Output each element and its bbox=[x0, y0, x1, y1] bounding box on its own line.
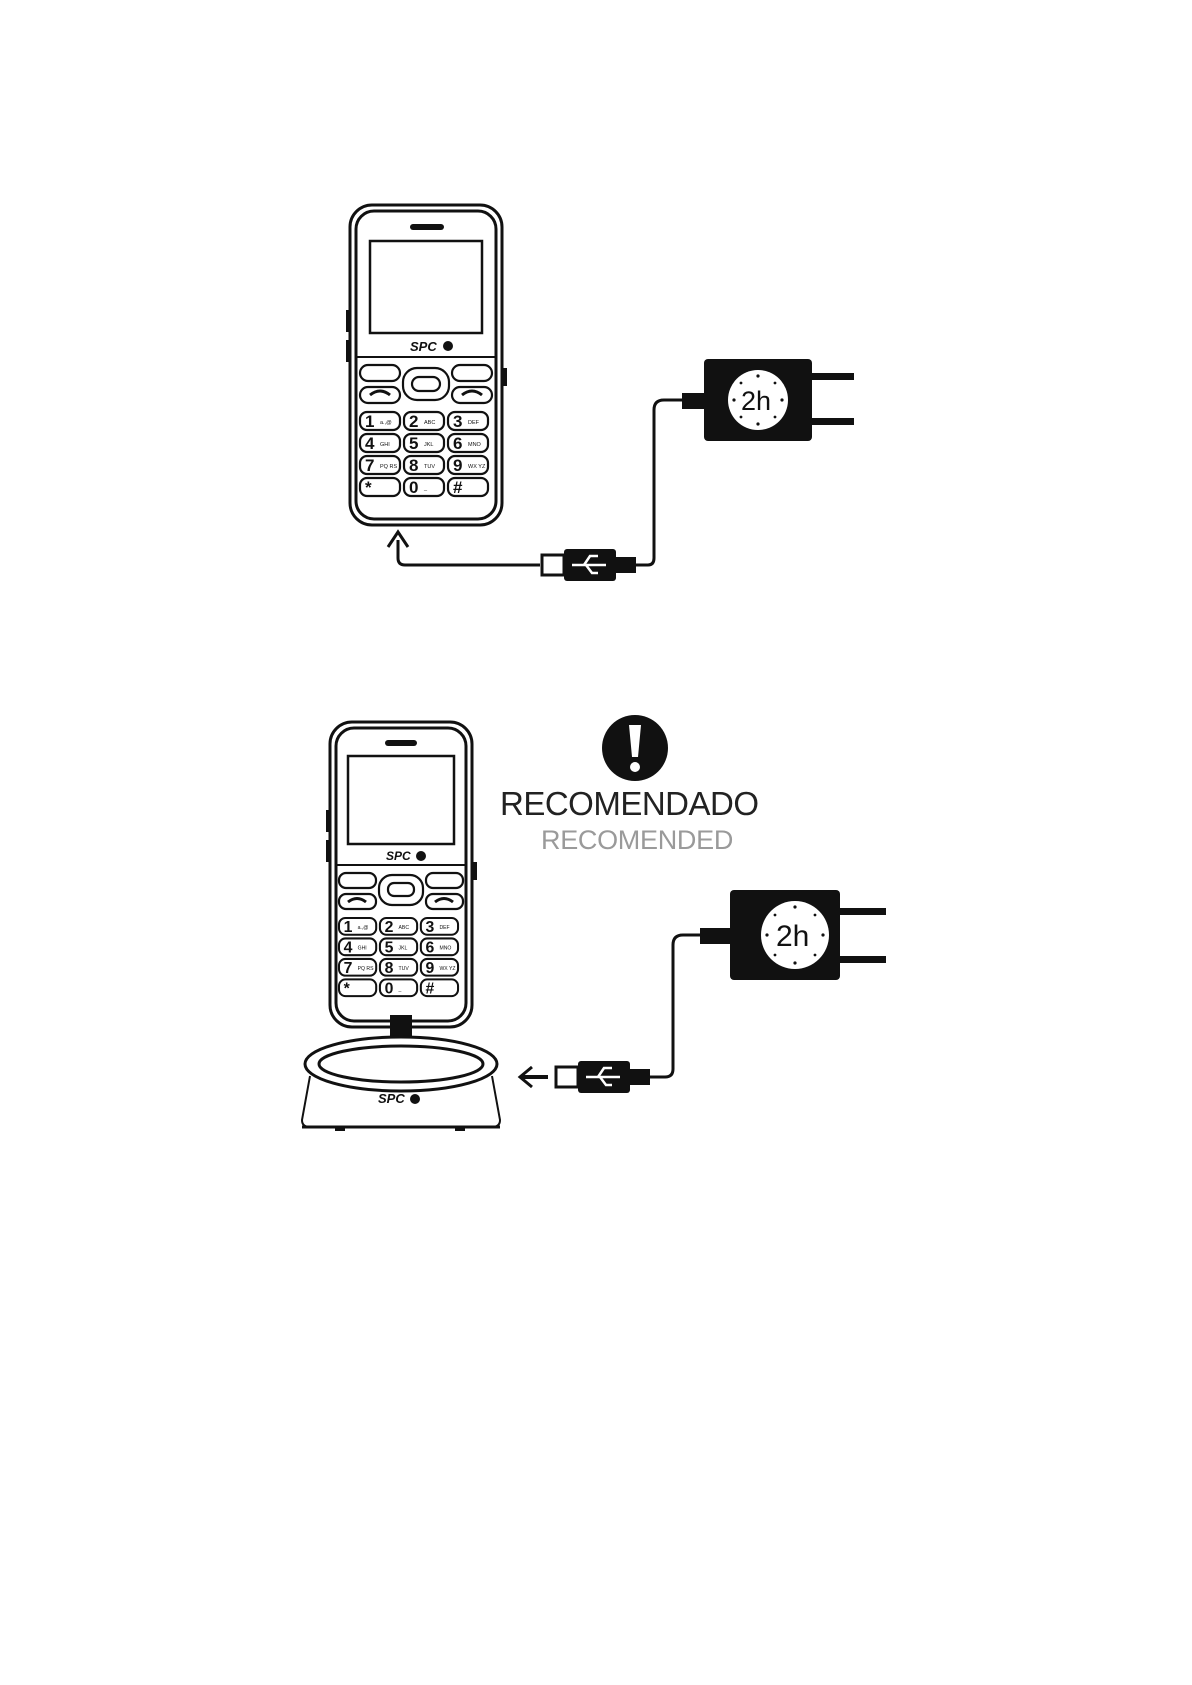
keypad-key-number: 2 bbox=[385, 919, 394, 936]
keypad-key-letters: JKL bbox=[399, 946, 408, 952]
charge-time-label: 2h bbox=[776, 920, 809, 953]
keypad-key-letters: ABC bbox=[424, 420, 435, 426]
keypad-key-0: 0_ bbox=[380, 979, 417, 997]
keypad-key-3: 3 DEF bbox=[448, 412, 488, 431]
keypad-key-3: 3 DEF bbox=[421, 918, 458, 936]
keypad-key-1: 1 a.,@ bbox=[360, 412, 400, 431]
keypad-key-hash: # bbox=[421, 979, 458, 997]
keypad-key-number: 0 bbox=[385, 980, 394, 997]
phone-brand-logo: SPC bbox=[410, 339, 437, 354]
keypad-key-number: 8 bbox=[385, 960, 394, 977]
keypad-key-2: 2 ABC bbox=[380, 918, 417, 936]
keypad-key-5: 5 JKL bbox=[404, 434, 444, 453]
keypad-key-number: 2 bbox=[409, 412, 418, 431]
keypad-key-number: 6 bbox=[453, 434, 462, 453]
keypad-key-number: 7 bbox=[344, 960, 353, 977]
direct-charging-figure: SPC 1 a.,@ 2 ABC 3 DEF 4 GHI 5 JKL 6 MNO 7 PQ RS 8 TUV 9… bbox=[0, 0, 1192, 640]
keypad-key-number: # bbox=[453, 478, 463, 497]
phone-screen bbox=[348, 756, 454, 844]
keypad-key-letters: a.,@ bbox=[358, 925, 369, 931]
keypad-key-number: 3 bbox=[453, 412, 462, 431]
brand-mark-icon bbox=[443, 341, 453, 351]
keypad-key-letters: GHI bbox=[358, 946, 367, 952]
keypad-key-letters: DEF bbox=[439, 925, 449, 931]
speaker-grille bbox=[385, 740, 417, 746]
speaker-grille bbox=[410, 224, 444, 230]
dock-charging-figure: SPC 1 a.,@ 2 ABC 3 DEF 4 GHI 5 JKL 6 MNO 7 PQ RS 8 TUV 9… bbox=[0, 640, 1192, 1180]
keypad-key-number: 5 bbox=[409, 434, 418, 453]
keypad-key-number: * bbox=[365, 478, 372, 497]
charge-time-label: 2h bbox=[741, 386, 771, 416]
charging-cable bbox=[636, 400, 700, 565]
keypad-key-number: 3 bbox=[425, 919, 434, 936]
keypad-key-2: 2 ABC bbox=[404, 412, 444, 431]
keypad-key-number: 8 bbox=[409, 456, 418, 475]
dock-charging-illustration: SPC 1 a.,@ 2 ABC 3 DEF 4 GHI 5 JKL 6 MNO 7 PQ RS 8 TUV 9… bbox=[0, 640, 1192, 1180]
keypad-key-8: 8 TUV bbox=[380, 959, 417, 977]
keypad-key-star: * bbox=[339, 979, 376, 997]
keypad-key-letters: TUV bbox=[399, 966, 410, 972]
keypad-key-6: 6 MNO bbox=[421, 938, 458, 956]
keypad-key-5: 5 JKL bbox=[380, 938, 417, 956]
keypad-key-number: # bbox=[425, 980, 434, 997]
direct-charging-illustration: SPC 1 a.,@ 2 ABC 3 DEF 4 GHI 5 JKL 6 MNO 7 PQ RS 8 TUV 9… bbox=[0, 0, 1192, 640]
keypad-key-9: 9 WX YZ bbox=[448, 456, 488, 475]
keypad-key-letters: TUV bbox=[424, 464, 435, 470]
insertion-arrow bbox=[398, 540, 540, 565]
keypad-key-number: 0 bbox=[409, 478, 418, 497]
keypad-key-number: 7 bbox=[365, 456, 374, 475]
keypad-key-letters: MNO bbox=[468, 442, 482, 448]
keypad-key-number: 4 bbox=[344, 939, 353, 956]
keypad-key-4: 4 GHI bbox=[360, 434, 400, 453]
keypad-key-number: 6 bbox=[425, 939, 434, 956]
keypad-key-hash: # bbox=[448, 478, 488, 497]
keypad-key-number: 9 bbox=[425, 960, 434, 977]
keypad-key-4: 4 GHI bbox=[339, 938, 376, 956]
dock-brand-logo: SPC bbox=[378, 1091, 405, 1106]
keypad-key-letters: GHI bbox=[380, 442, 390, 448]
keypad-key-number: 5 bbox=[385, 939, 394, 956]
keypad-key-letters: PQ RS bbox=[358, 966, 374, 972]
keypad-key-9: 9 WX YZ bbox=[421, 959, 458, 977]
keypad-key-letters: WX YZ bbox=[439, 966, 455, 972]
charging-cable bbox=[650, 935, 710, 1077]
keypad-key-number: 1 bbox=[365, 412, 374, 431]
exclamation-icon bbox=[602, 715, 668, 781]
keypad-key-7: 7 PQ RS bbox=[339, 959, 376, 977]
usb-connector bbox=[556, 1061, 650, 1093]
wall-charger: 2h bbox=[700, 890, 886, 980]
keypad-key-letters: WX YZ bbox=[468, 464, 486, 470]
keypad-key-letters: DEF bbox=[468, 420, 480, 426]
keypad-key-1: 1 a.,@ bbox=[339, 918, 376, 936]
keypad-key-0: 0_ bbox=[404, 478, 444, 497]
usb-connector bbox=[542, 549, 636, 581]
keypad-key-letters: JKL bbox=[424, 442, 433, 448]
keypad-key-7: 7 PQ RS bbox=[360, 456, 400, 475]
keypad-key-star: * bbox=[360, 478, 400, 497]
keypad-key-number: * bbox=[344, 980, 351, 997]
wall-charger: 2h bbox=[682, 359, 854, 441]
keypad-key-letters: MNO bbox=[439, 946, 451, 952]
keypad-key-number: 1 bbox=[344, 919, 353, 936]
recommended-label-en: RECOMENDED bbox=[541, 825, 801, 856]
keypad-key-letters: _ bbox=[398, 987, 402, 993]
brand-mark-icon bbox=[410, 1094, 420, 1104]
keypad-key-8: 8 TUV bbox=[404, 456, 444, 475]
phone-screen bbox=[370, 241, 482, 333]
keypad-key-number: 9 bbox=[453, 456, 462, 475]
keypad-key-letters: ABC bbox=[399, 925, 410, 931]
phone-brand-logo: SPC bbox=[386, 849, 411, 863]
keypad-key-letters: PQ RS bbox=[380, 464, 397, 470]
keypad-key-6: 6 MNO bbox=[448, 434, 488, 453]
brand-mark-icon bbox=[416, 851, 426, 861]
keypad-key-number: 4 bbox=[365, 434, 375, 453]
keypad-key-letters: a.,@ bbox=[380, 420, 392, 426]
insertion-arrow bbox=[520, 1067, 548, 1087]
recommended-label-es: RECOMENDADO bbox=[500, 785, 800, 823]
